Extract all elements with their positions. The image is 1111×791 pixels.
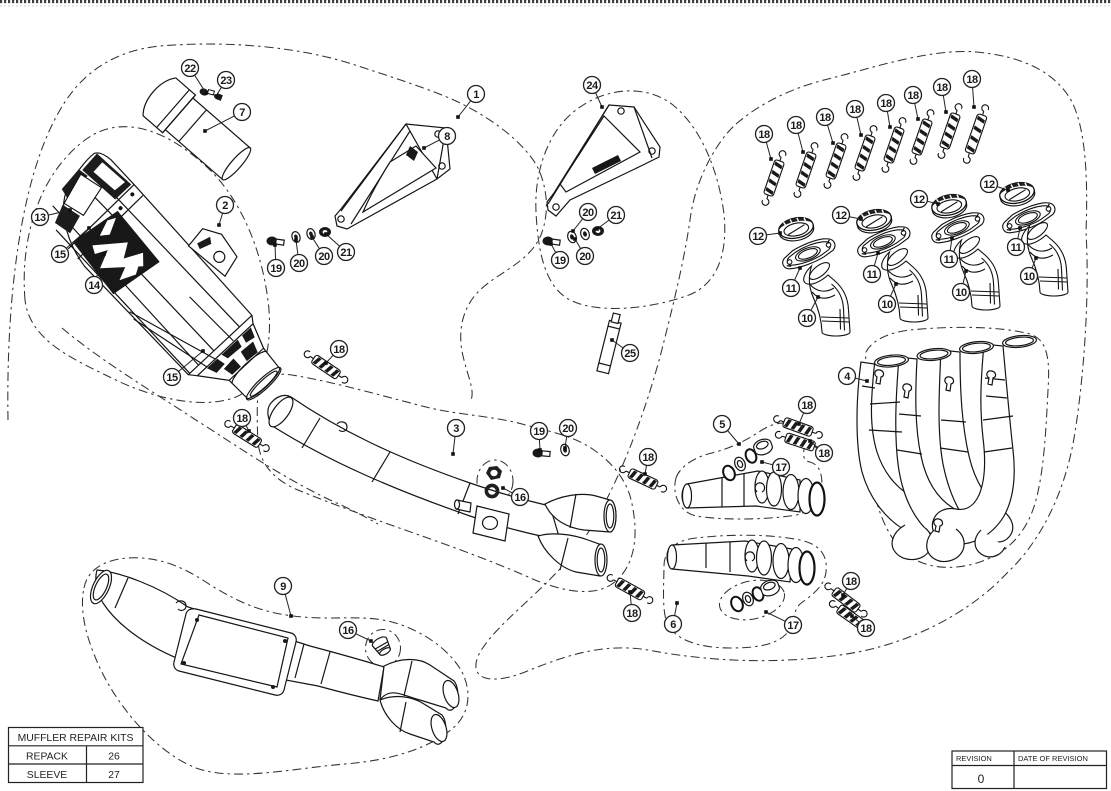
- svg-text:20: 20: [562, 423, 574, 435]
- svg-text:18: 18: [849, 104, 861, 116]
- svg-text:8: 8: [444, 131, 450, 143]
- svg-text:16: 16: [342, 625, 354, 637]
- svg-text:21: 21: [340, 247, 352, 259]
- svg-text:18: 18: [845, 576, 857, 588]
- svg-text:SLEEVE: SLEEVE: [27, 770, 68, 781]
- svg-text:22: 22: [184, 63, 196, 75]
- svg-text:3: 3: [453, 423, 459, 435]
- svg-text:7: 7: [239, 107, 245, 119]
- svg-text:18: 18: [966, 74, 978, 86]
- svg-text:20: 20: [318, 251, 330, 263]
- svg-text:18: 18: [936, 82, 948, 94]
- svg-text:4: 4: [844, 371, 851, 383]
- svg-text:21: 21: [610, 210, 622, 222]
- svg-text:20: 20: [582, 207, 594, 219]
- svg-text:25: 25: [624, 348, 636, 360]
- svg-text:26: 26: [108, 752, 120, 763]
- svg-text:18: 18: [236, 413, 248, 425]
- svg-text:10: 10: [881, 299, 893, 311]
- svg-text:0: 0: [978, 772, 985, 786]
- svg-text:15: 15: [166, 372, 178, 384]
- svg-text:12: 12: [835, 210, 847, 222]
- svg-text:9: 9: [280, 581, 286, 593]
- svg-text:DATE OF REVISION: DATE OF REVISION: [1018, 754, 1088, 763]
- svg-text:20: 20: [579, 251, 591, 263]
- svg-text:15: 15: [54, 249, 66, 261]
- svg-text:13: 13: [34, 212, 46, 224]
- svg-text:11: 11: [867, 269, 878, 281]
- svg-text:19: 19: [270, 263, 282, 275]
- svg-text:12: 12: [752, 231, 764, 243]
- svg-text:5: 5: [719, 419, 725, 431]
- svg-text:10: 10: [1023, 271, 1035, 283]
- svg-text:14: 14: [88, 280, 101, 292]
- svg-text:17: 17: [775, 462, 787, 474]
- svg-text:11: 11: [786, 283, 797, 295]
- svg-text:10: 10: [801, 313, 813, 325]
- svg-text:23: 23: [220, 75, 232, 87]
- svg-text:18: 18: [790, 120, 802, 132]
- svg-text:10: 10: [955, 287, 967, 299]
- svg-text:REPACK: REPACK: [26, 752, 68, 763]
- svg-text:24: 24: [586, 80, 599, 92]
- svg-text:19: 19: [554, 255, 566, 267]
- svg-text:18: 18: [758, 129, 770, 141]
- svg-text:18: 18: [818, 448, 830, 460]
- svg-text:18: 18: [801, 400, 813, 412]
- svg-text:18: 18: [907, 90, 919, 102]
- svg-text:11: 11: [1011, 242, 1022, 254]
- svg-text:18: 18: [642, 452, 654, 464]
- svg-text:11: 11: [944, 254, 955, 266]
- svg-text:27: 27: [108, 770, 120, 781]
- svg-text:18: 18: [333, 344, 345, 356]
- svg-text:16: 16: [514, 492, 526, 504]
- svg-text:18: 18: [626, 608, 638, 620]
- svg-text:20: 20: [293, 258, 305, 270]
- svg-text:19: 19: [533, 426, 545, 438]
- svg-text:REVISION: REVISION: [956, 754, 992, 763]
- svg-text:18: 18: [819, 112, 831, 124]
- svg-text:12: 12: [913, 194, 925, 206]
- svg-text:17: 17: [787, 620, 799, 632]
- svg-text:18: 18: [880, 98, 892, 110]
- svg-text:MUFFLER REPAIR KITS: MUFFLER REPAIR KITS: [18, 733, 134, 744]
- svg-text:12: 12: [983, 179, 995, 191]
- svg-text:18: 18: [860, 623, 872, 635]
- svg-text:1: 1: [473, 89, 479, 101]
- svg-text:2: 2: [222, 200, 228, 212]
- svg-text:6: 6: [670, 619, 676, 631]
